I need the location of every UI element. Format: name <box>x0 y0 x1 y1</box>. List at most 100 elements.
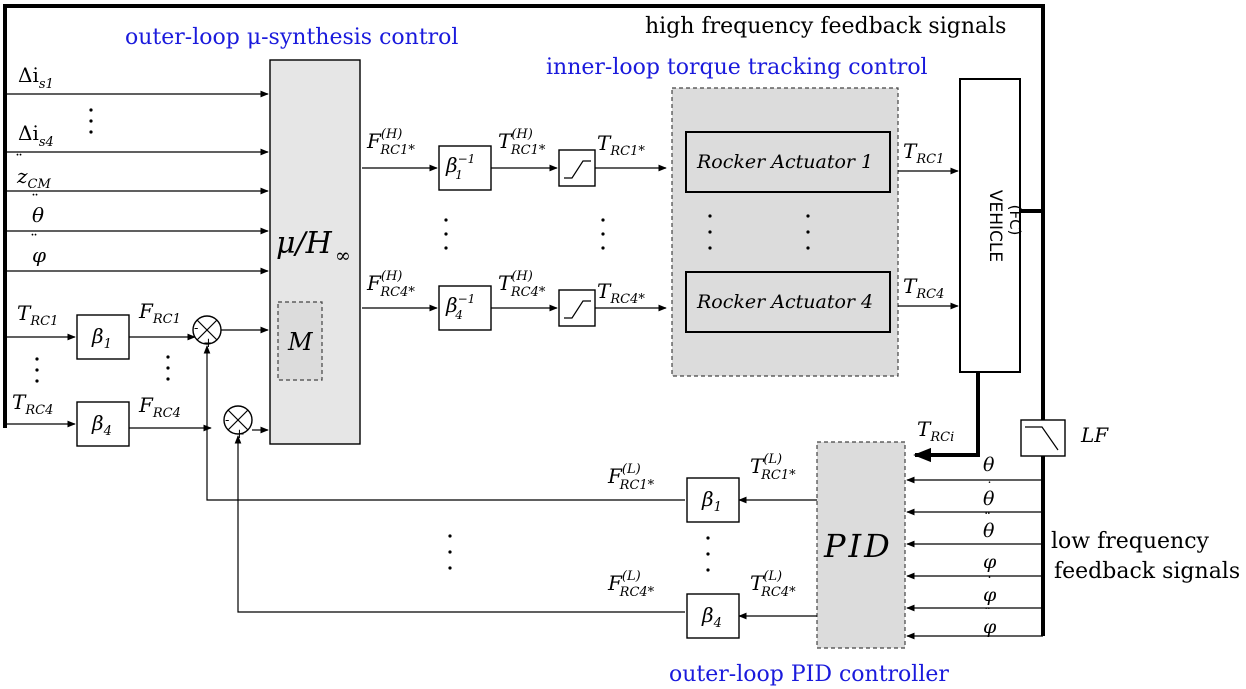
vehicle-label: VEHICLE <box>985 190 1005 262</box>
sum1-cross-b <box>196 319 218 341</box>
ellipsis-dot <box>35 368 39 372</box>
lf-label-theta-d: θ <box>983 488 995 510</box>
dots-phi: ¨ <box>30 231 38 250</box>
label-trc4-out: TRC4 <box>903 274 944 302</box>
label-trc1star: TRC1* <box>597 131 645 159</box>
label-phi: φ <box>32 243 46 267</box>
label-theta: θ <box>32 203 44 227</box>
beta1-lf-block <box>686 477 740 523</box>
ellipsis-dot <box>448 534 452 538</box>
beta4-inv-block <box>438 285 492 331</box>
ellipsis-dot <box>708 214 712 218</box>
m-block <box>277 301 323 381</box>
beta4-label: β4 <box>91 411 112 439</box>
feedback-line-rc1 <box>203 345 685 501</box>
label-trc1: TRC1 <box>17 301 58 329</box>
ellipsis-dot <box>35 379 39 383</box>
sum1-plus: + <box>203 336 214 351</box>
label-di-s4: Δis4 <box>18 121 54 150</box>
lf-label-phi-dd: φ <box>983 616 997 638</box>
ellipsis-dot <box>806 246 810 250</box>
dots-theta: ¨ <box>31 191 39 210</box>
feedback-line-rc4 <box>234 435 685 613</box>
lf-filter-block <box>1020 419 1066 457</box>
title-lf-2: feedback signals <box>1054 559 1240 584</box>
title-outer-pid: outer-loop PID controller <box>669 662 949 687</box>
title-lf-1: low frequency <box>1051 529 1210 554</box>
ellipsis-dot <box>448 550 452 554</box>
ellipsis-dot <box>708 246 712 250</box>
label-tl-rc1: T(L)RC1* <box>750 452 796 483</box>
rocker-actuator-4 <box>685 271 891 333</box>
ellipsis-dot <box>601 246 605 250</box>
beta1-block <box>76 314 130 360</box>
ellipsis-dot <box>706 552 710 556</box>
ellipsis-dot <box>806 214 810 218</box>
ellipsis-dot <box>166 377 170 381</box>
controller-label: μ/H <box>276 226 333 261</box>
line-trci <box>913 372 980 463</box>
ellipsis-dot <box>706 536 710 540</box>
ellipsis-dot <box>708 230 712 234</box>
ellipsis-dot <box>601 232 605 236</box>
saturation-block-4 <box>558 289 596 327</box>
lf-label-phi: φ <box>983 551 997 573</box>
vehicle-sub-label: (FC) <box>1006 205 1024 236</box>
saturation-curve-1 <box>564 160 591 179</box>
label-fl-rc4: F(L)RC4* <box>607 569 655 600</box>
sum4-cross-b <box>227 409 249 431</box>
beta1-inv-block <box>438 145 492 191</box>
lf-label-phi-d: φ <box>983 584 997 606</box>
beta1-lf-label: β1 <box>701 487 722 515</box>
rocker-actuator-4-label: Rocker Actuator 4 <box>696 291 873 313</box>
title-inner-loop: inner-loop torque tracking control <box>546 55 928 80</box>
saturation-block-1 <box>558 149 596 187</box>
label-trc1-out: TRC1 <box>903 139 944 167</box>
controller-inf: ∞ <box>335 245 351 267</box>
label-zcm: zCM <box>16 164 51 192</box>
lf-label-theta-dd: θ <box>983 520 995 542</box>
pid-controller <box>816 441 906 649</box>
label-fl-rc1: F(L)RC1* <box>607 462 655 493</box>
ellipsis-dot <box>706 568 710 572</box>
ellipsis-dot <box>444 246 448 250</box>
label-di-s1: Δis1 <box>18 63 54 92</box>
beta4-block <box>76 401 130 447</box>
beta4-lf-block <box>686 593 740 639</box>
lf-label-theta: θ <box>983 454 995 476</box>
label-fh-rc1: F(H)RC1* <box>366 127 415 158</box>
ellipsis-dot <box>448 566 452 570</box>
ellipsis-dot <box>89 108 93 112</box>
sum4-minus: - <box>225 413 229 428</box>
lf-filter-curve <box>1025 426 1059 451</box>
lf-dot-phi-d: ˙ <box>986 575 993 591</box>
lf-dots-phi-dd: ¨ <box>984 606 991 622</box>
ellipsis-dot <box>166 366 170 370</box>
ellipsis-dot <box>444 218 448 222</box>
beta1-label: β1 <box>91 324 112 352</box>
saturation-curve-4 <box>564 300 591 319</box>
hf-feedback-frame <box>3 4 1045 636</box>
label-tl-rc4: T(L)RC4* <box>750 569 796 600</box>
label-frc1: FRC1 <box>138 299 181 327</box>
dots-zcm: ¨ <box>15 151 23 170</box>
label-trc4star: TRC4* <box>597 279 645 307</box>
label-th-rc1: T(H)RC1* <box>498 127 546 158</box>
ellipsis-dot <box>444 232 448 236</box>
lf-filter-label: LF <box>1080 423 1109 447</box>
label-frc4: FRC4 <box>138 393 181 421</box>
vehicle-block <box>959 78 1021 373</box>
label-trci: TRCi <box>917 417 954 445</box>
title-outer-mu: outer-loop μ-synthesis control <box>125 25 458 50</box>
pid-label: PID <box>823 527 893 565</box>
rocker-actuator-1-label: Rocker Actuator 1 <box>696 151 873 173</box>
sum1-minus: - <box>194 321 198 336</box>
ellipsis-dot <box>35 357 39 361</box>
sum4-plus: + <box>234 427 245 442</box>
label-fh-rc4: F(H)RC4* <box>366 269 415 300</box>
lf-dots-theta-dd: ¨ <box>984 511 991 527</box>
ellipsis-dot <box>166 355 170 359</box>
ellipsis-dot <box>806 230 810 234</box>
